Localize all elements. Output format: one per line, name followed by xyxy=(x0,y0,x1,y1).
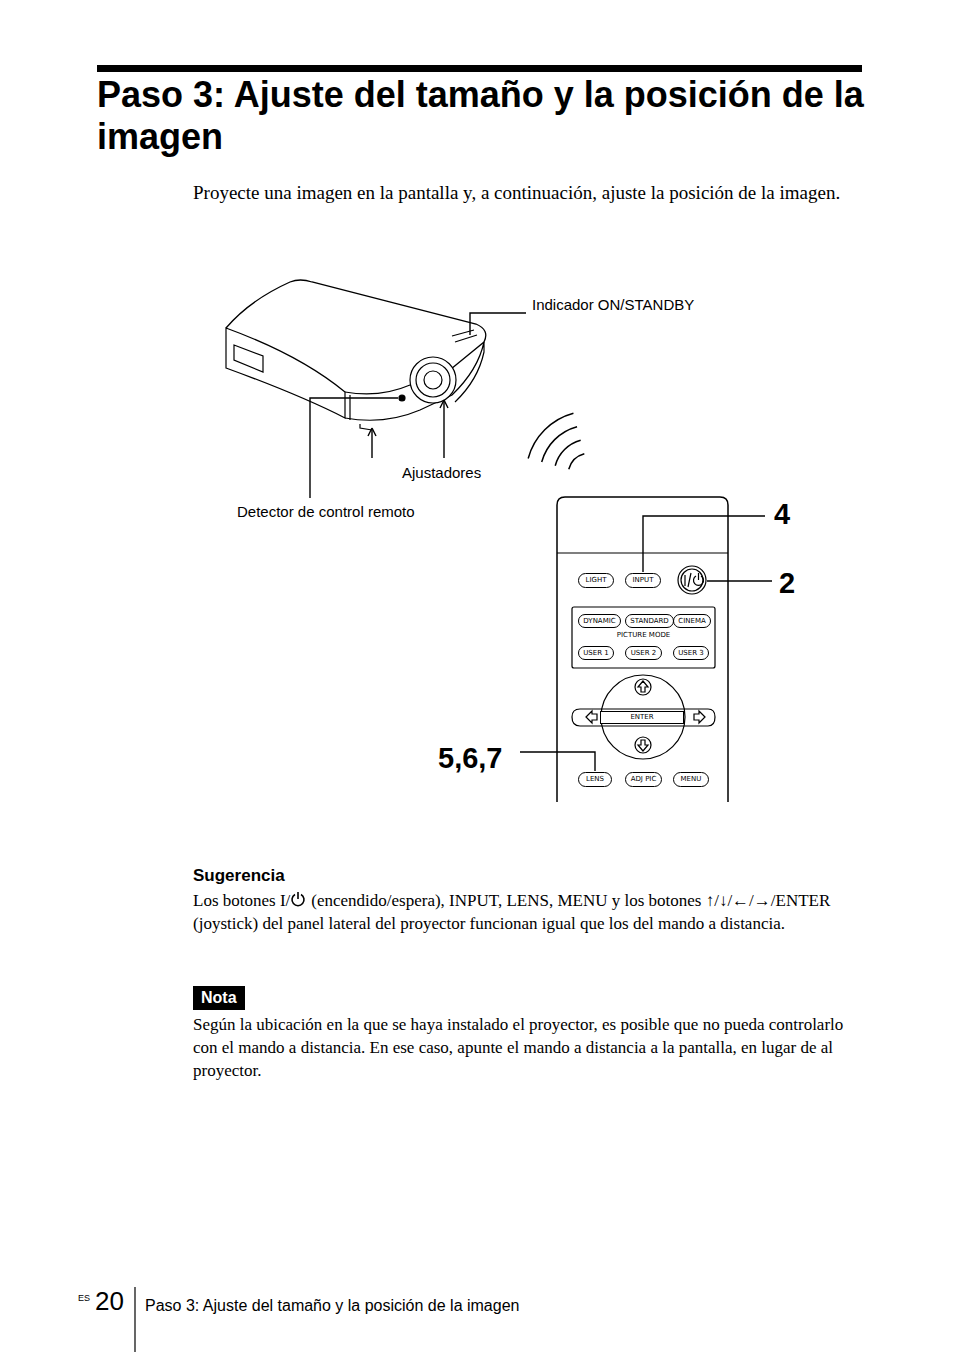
button-label: ENTER xyxy=(630,714,653,721)
remote-button: USER 2 xyxy=(625,646,662,660)
button-label: CINEMA xyxy=(678,618,705,625)
signal-wave xyxy=(542,427,577,462)
remote-button: ADJ PIC xyxy=(625,772,662,787)
remote-button: LENS xyxy=(578,772,612,787)
note-tag: Nota xyxy=(193,986,245,1010)
footer-rule xyxy=(134,1287,135,1352)
remote-button: DYNAMIC xyxy=(578,614,621,628)
remote-button: INPUT xyxy=(625,573,661,588)
part-label: Ajustadores xyxy=(402,464,481,483)
signal-wave xyxy=(528,413,573,458)
remote-button: CINEMA xyxy=(673,614,711,628)
projector-drawing xyxy=(226,280,486,430)
tip-text-part: Los botones I/ xyxy=(193,891,290,910)
part-label: Detector de control remoto xyxy=(237,503,415,522)
remote-button: LIGHT xyxy=(578,573,614,588)
button-label: ADJ PIC xyxy=(631,776,657,783)
button-label: LENS xyxy=(586,776,604,783)
enter-button: ENTER xyxy=(600,711,684,724)
remote-button: MENU xyxy=(673,772,709,787)
callout-number: 5,6,7 xyxy=(438,740,503,776)
signal-waves xyxy=(528,413,584,469)
page-number: 20 xyxy=(95,1285,124,1318)
intro-text: Proyecte una imagen en la pantalla y, a … xyxy=(193,181,868,205)
remote-button: USER 3 xyxy=(673,646,709,660)
button-label: STANDARD xyxy=(630,618,669,625)
group-label: PICTURE MODE xyxy=(572,631,715,639)
remote-control xyxy=(557,497,728,802)
signal-wave xyxy=(555,440,580,465)
tip-heading: Sugerencia xyxy=(193,865,285,886)
remote-button: USER 1 xyxy=(578,646,614,660)
callout-number: 2 xyxy=(779,565,795,601)
button-label: LIGHT xyxy=(586,577,607,584)
title-bar xyxy=(97,65,862,72)
power-symbol xyxy=(290,891,306,907)
button-label: USER 1 xyxy=(583,650,609,657)
button-label: USER 3 xyxy=(678,650,704,657)
button-label: MENU xyxy=(681,776,702,783)
leader-lines xyxy=(310,313,772,771)
button-label: USER 2 xyxy=(631,650,657,657)
picture-mode-group: PICTURE MODE DYNAMIC STANDARD CINEMA USER 1 U… xyxy=(572,607,715,668)
page-title: Paso 3: Ajuste del tamaño y la posición … xyxy=(97,74,872,158)
note-text: Según la ubicación en la que se haya ins… xyxy=(193,1013,865,1082)
remote-button: STANDARD xyxy=(625,614,674,628)
tip-text: Los botones I/(encendido/espera), INPUT,… xyxy=(193,889,865,935)
note-tag-text: Nota xyxy=(201,989,237,1006)
footer-text: Paso 3: Ajuste del tamaño y la posición … xyxy=(145,1296,519,1316)
signal-wave xyxy=(569,454,585,470)
callout-number: 4 xyxy=(774,496,790,532)
button-label: DYNAMIC xyxy=(583,618,615,625)
language-code: ES xyxy=(78,1293,90,1304)
part-label: Indicador ON/STANDBY xyxy=(532,296,694,315)
button-label: INPUT xyxy=(633,577,654,584)
